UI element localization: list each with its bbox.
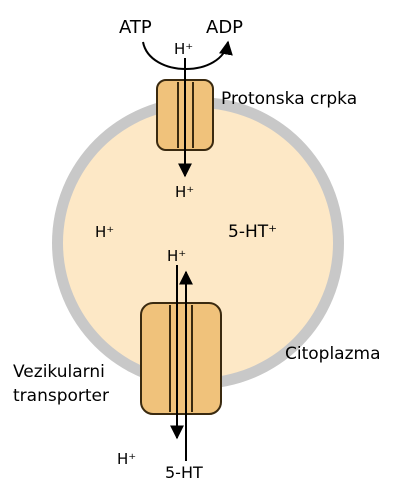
atp-label: ATP (119, 17, 152, 38)
vesicular-transporter-label-line1: Vezikularni (13, 362, 105, 382)
serotonin-cytoplasm-label: 5-HT (165, 463, 203, 481)
cytoplasm-label: Citoplazma (285, 344, 381, 364)
proton-label-above-transporter: H⁺ (167, 247, 186, 265)
proton-label-top: H⁺ (174, 40, 193, 58)
vesicular-transporter (141, 303, 221, 414)
adp-label: ADP (206, 17, 243, 38)
proton-label-vesicle: H⁺ (95, 223, 114, 241)
proton-label-cytoplasm: H⁺ (117, 450, 136, 468)
proton-label-below-pump: H⁺ (175, 183, 194, 201)
proton-pump-label: Protonska crpka (221, 89, 357, 109)
vesicular-transporter-label-line2: transporter (13, 386, 109, 406)
serotonin-inside-label: 5-HT⁺ (228, 222, 277, 242)
